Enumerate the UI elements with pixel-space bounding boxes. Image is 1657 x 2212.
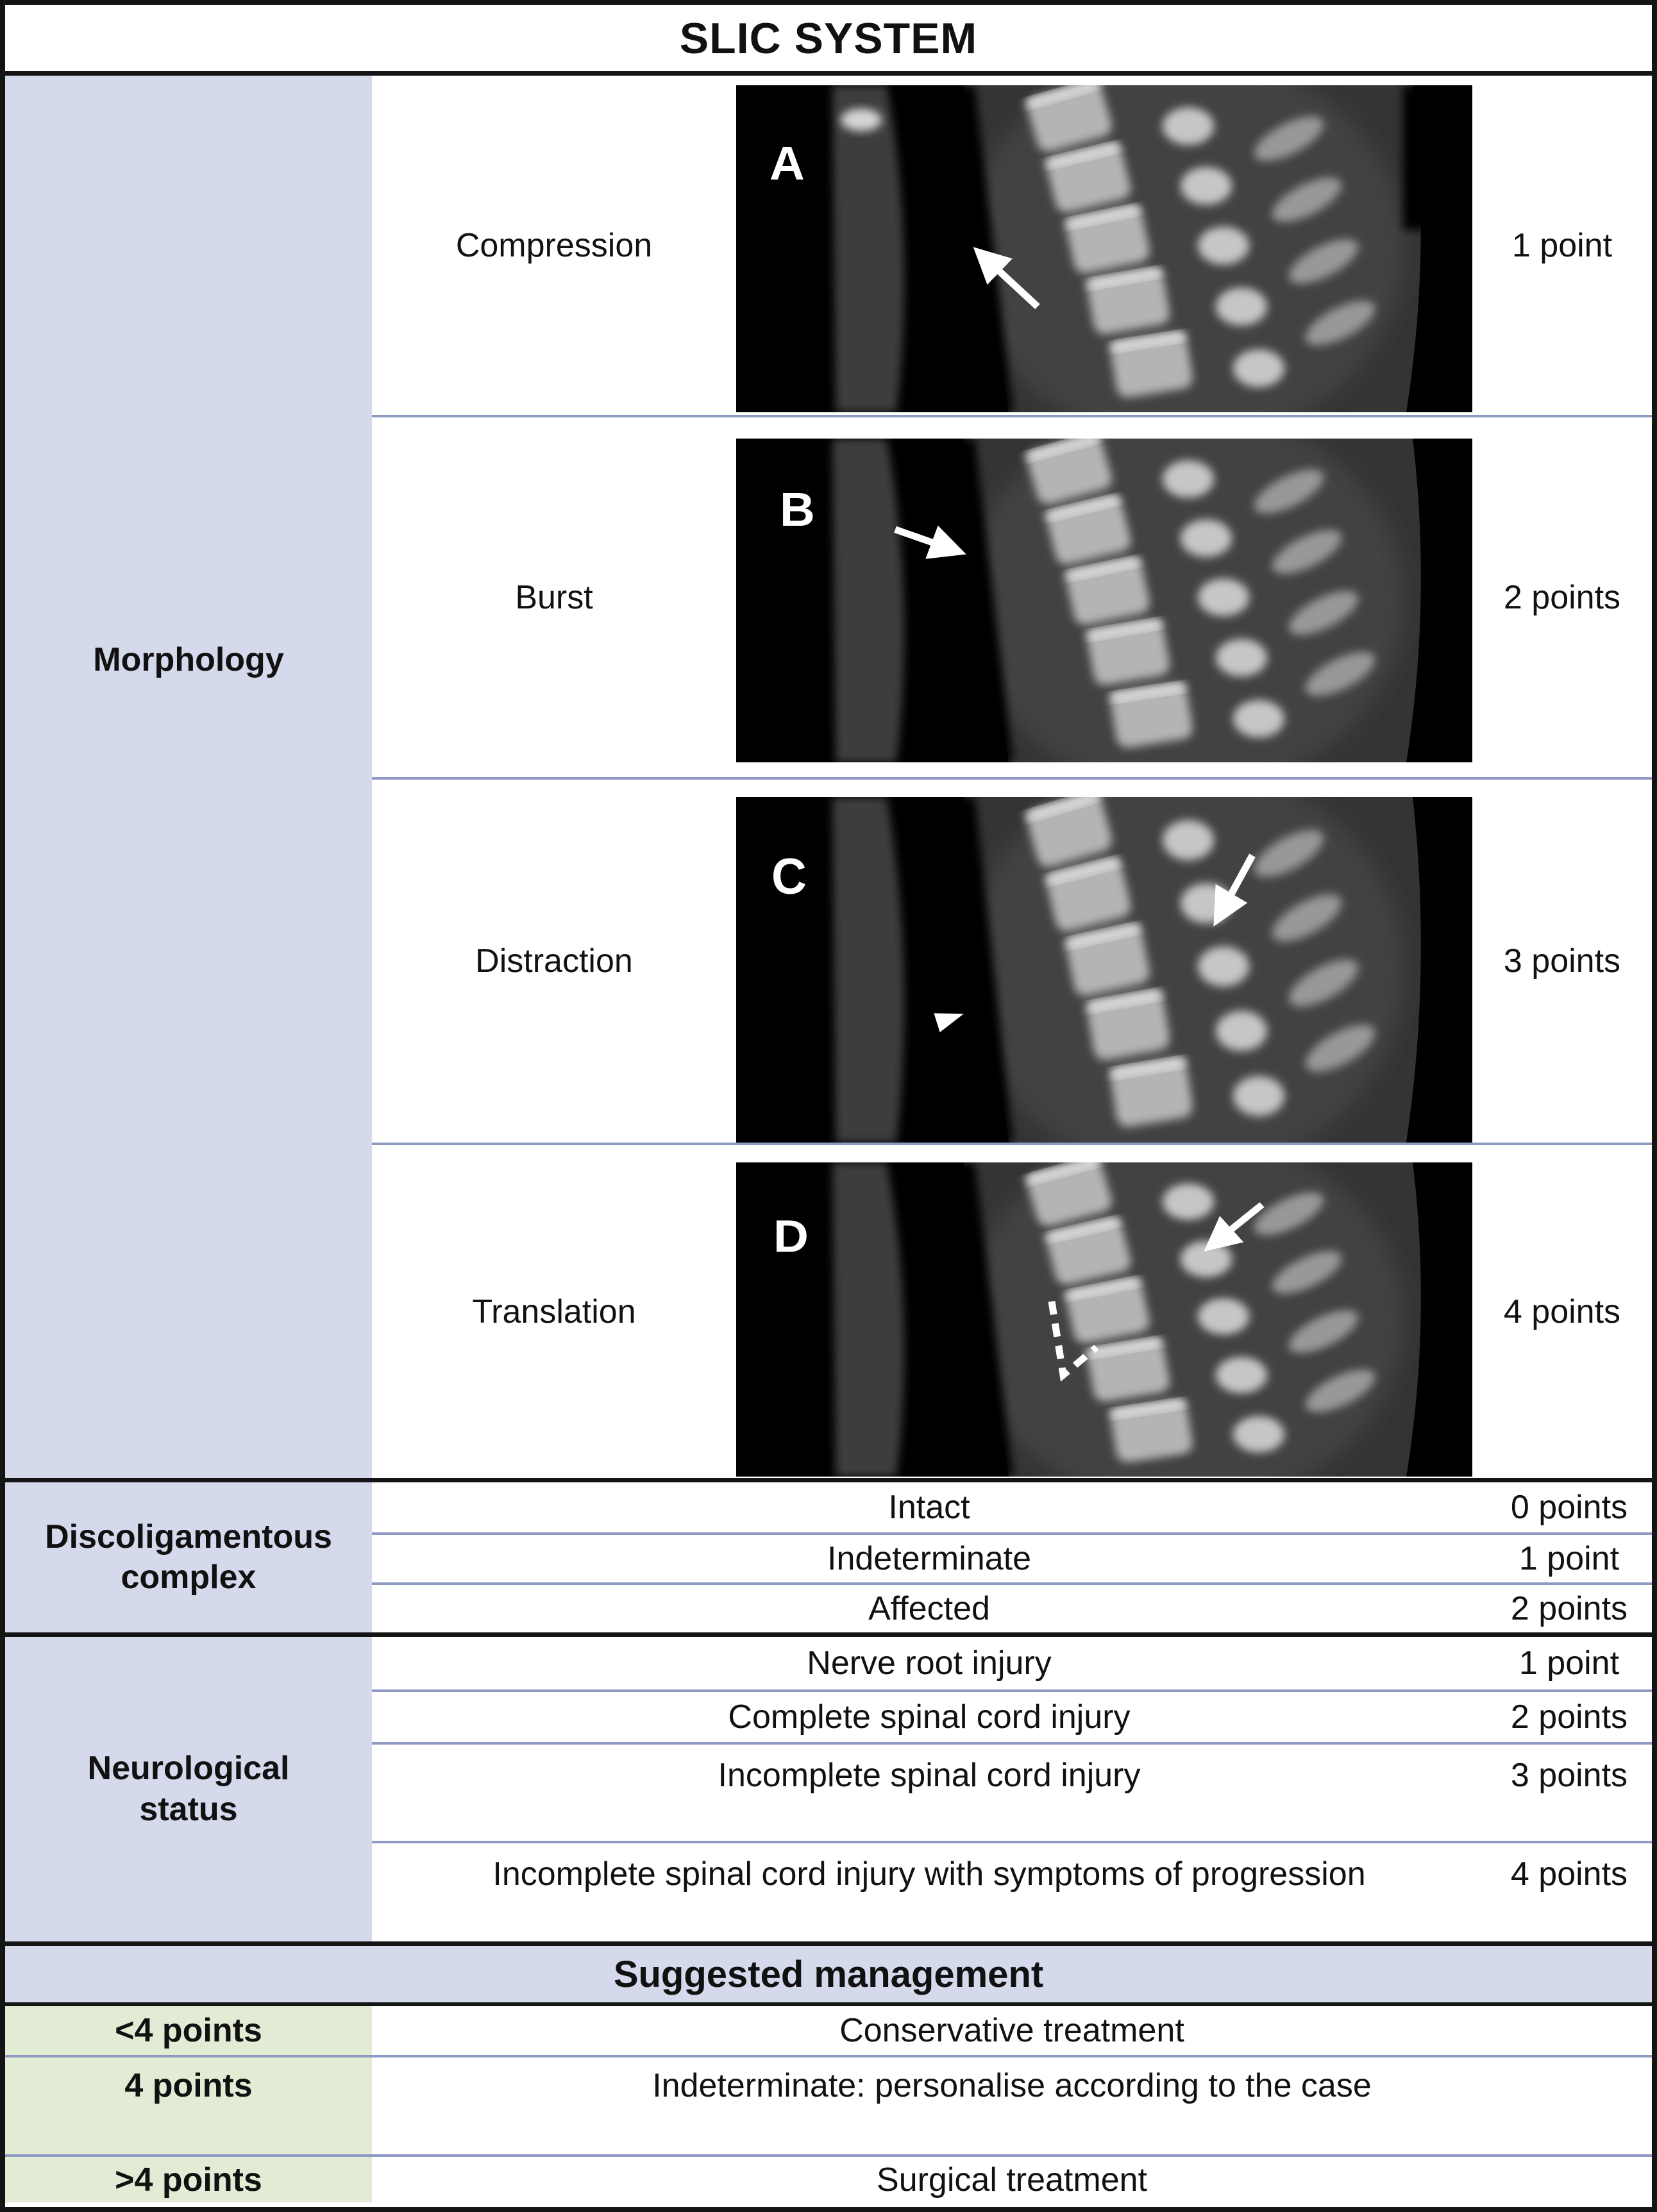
ct-image-a: A	[736, 85, 1472, 412]
ct-panel-letter: D	[773, 1210, 809, 1261]
annotation-dashed-line	[1048, 1300, 1099, 1382]
score-badge: 4 points	[5, 2057, 372, 2154]
section-morphology: Morphology Compression	[5, 76, 1652, 1478]
row-label: Affected	[868, 1590, 990, 1627]
ct-panel-letter: B	[780, 483, 815, 536]
section-divider	[5, 1478, 1652, 1482]
morphology-row-distraction: Distraction C 3 points	[372, 777, 1652, 1143]
row-label: Burst	[515, 578, 593, 616]
treatment-label: Surgical treatment	[877, 2161, 1147, 2199]
row-label: Translation	[472, 1293, 636, 1330]
morphology-row-burst: Burst B 2 points	[372, 415, 1652, 777]
section-divider	[5, 2002, 1652, 2006]
row-incomplete-sci-progression: Incomplete spinal cord injury with sympt…	[372, 1841, 1652, 1941]
treatment-label: Conservative treatment	[839, 2012, 1184, 2049]
treatment-label: Indeterminate: personalise according to …	[652, 2067, 1372, 2104]
row-points: 3 points	[1503, 943, 1621, 980]
page-title: SLIC SYSTEM	[679, 13, 978, 63]
annotation-arrow	[973, 247, 1040, 310]
row-affected: Affected 2 points	[372, 1582, 1652, 1632]
section-neurological: Neurological status Nerve root injury 1 …	[5, 1637, 1652, 1941]
row-points: 2 points	[1510, 1590, 1628, 1627]
discoligamentous-header-cell: Discoligamentous complex	[5, 1482, 372, 1632]
ct-panel-letter: C	[771, 848, 807, 905]
ct-image-d: D	[736, 1162, 1472, 1477]
management-header: Suggested management	[5, 1946, 1652, 2002]
row-label: Nerve root injury	[807, 1645, 1052, 1682]
row-label: Incomplete spinal cord injury	[718, 1757, 1141, 1794]
score-badge: <4 points	[5, 2006, 372, 2055]
annotation-arrow	[894, 525, 966, 559]
row-nerve-root-injury: Nerve root injury 1 point	[372, 1637, 1652, 1689]
row-points: 1 point	[1511, 226, 1613, 264]
row-label: Intact	[888, 1489, 970, 1526]
neurological-section-label: Neurological status	[87, 1750, 290, 1828]
management-header-label: Suggested management	[613, 1953, 1044, 1995]
row-incomplete-sci: Incomplete spinal cord injury 3 points	[372, 1742, 1652, 1841]
neurological-header-cell: Neurological status	[5, 1637, 372, 1941]
section-divider	[5, 1941, 1652, 1946]
morphology-header-cell: Morphology	[5, 76, 372, 1478]
row-label: Incomplete spinal cord injury with sympt…	[492, 1856, 1366, 1893]
section-discoligamentous: Discoligamentous complex Intact 0 points…	[5, 1482, 1652, 1632]
title-bar: SLIC SYSTEM	[5, 5, 1652, 76]
row-label: Distraction	[475, 943, 633, 980]
row-points: 2 points	[1510, 1698, 1628, 1736]
row-complete-sci: Complete spinal cord injury 2 points	[372, 1689, 1652, 1742]
row-label: Compression	[455, 226, 653, 264]
discoligamentous-section-label: Discoligamentous complex	[45, 1518, 332, 1596]
row-points: 4 points	[1510, 1856, 1628, 1893]
row-points: 3 points	[1510, 1757, 1628, 1794]
management-row-conservative: <4 points Conservative treatment	[5, 2006, 1652, 2055]
row-points: 2 points	[1503, 578, 1621, 616]
ct-image-c: C	[736, 797, 1472, 1143]
management-row-indeterminate: 4 points Indeterminate: personalise acco…	[5, 2055, 1652, 2154]
annotation-arrow	[1204, 1202, 1265, 1252]
row-points: 0 points	[1510, 1489, 1628, 1526]
row-intact: Intact 0 points	[372, 1482, 1652, 1532]
morphology-row-compression: Compression	[372, 76, 1652, 415]
ct-panel-letter: A	[770, 137, 805, 190]
annotation-arrow	[1213, 853, 1256, 927]
morphology-section-label: Morphology	[93, 641, 284, 678]
section-divider	[5, 1632, 1652, 1637]
score-badge: >4 points	[5, 2157, 372, 2202]
row-points: 1 point	[1518, 1645, 1620, 1682]
management-row-surgical: >4 points Surgical treatment	[5, 2154, 1652, 2202]
ct-image-b: B	[736, 439, 1472, 762]
row-indeterminate: Indeterminate 1 point	[372, 1532, 1652, 1582]
row-points: 1 point	[1518, 1540, 1620, 1577]
annotation-arrowhead	[934, 1013, 964, 1033]
row-label: Indeterminate	[827, 1540, 1031, 1577]
morphology-row-translation: Translation D 4 points	[372, 1143, 1652, 1478]
row-label: Complete spinal cord injury	[728, 1698, 1131, 1736]
row-points: 4 points	[1503, 1293, 1621, 1330]
